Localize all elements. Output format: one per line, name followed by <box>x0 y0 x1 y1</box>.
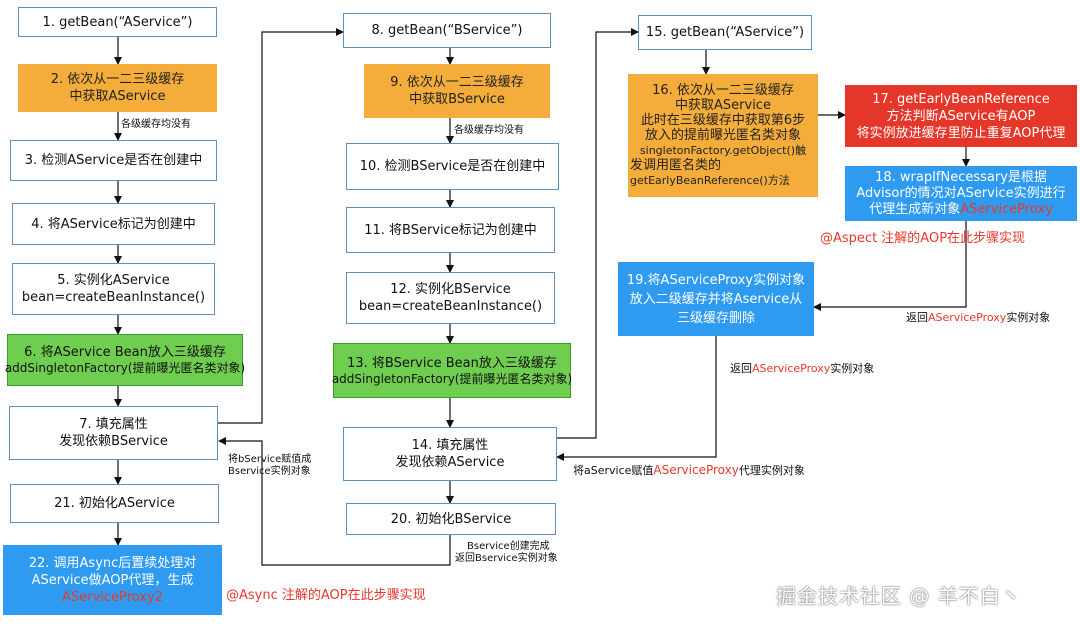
step-5-line1: 5. 实例化AService <box>57 273 170 288</box>
step-5-box: 5. 实例化AService bean=createBeanInstance() <box>12 263 215 315</box>
step-22-line2: AService做AOP代理，生成 <box>31 572 194 588</box>
step-3-box: 3. 检测AService是否在创建中 <box>10 140 217 181</box>
step-7-line2: 发现依赖BService <box>59 434 168 449</box>
step-19-line3: 三级缓存删除 <box>676 310 755 326</box>
step-16-line5: singletonFactory.getObject()触 <box>639 144 807 157</box>
step-5-line2: bean=createBeanInstance() <box>21 290 206 305</box>
step-18-proxy: AServiceProxy <box>960 201 1053 217</box>
step-13-line1: 13. 将BService Bean放入三级缓存 <box>347 355 557 371</box>
step-2-line2: 中获取AService <box>69 89 166 104</box>
step-18-line3-text: 代理生成新对象 <box>869 201 961 217</box>
step-18-line3: 代理生成新对象AServiceProxy <box>869 202 1053 218</box>
step-2-line1: 2. 依次从一二三级缓存 <box>50 72 185 87</box>
step-22-proxy: AServiceProxy2 <box>62 589 163 605</box>
label-assign-bservice-line1: 将bService赋值成 <box>228 454 312 465</box>
step-17-line1: 17. getEarlyBeanReference <box>872 91 1050 107</box>
note-aspect-aop: @Aspect 注解的AOP在此步骤实现 <box>820 231 1026 246</box>
step-7-line1: 7. 填充属性 <box>79 417 148 432</box>
arrow-20-7 <box>218 437 451 566</box>
step-12-box: 12. 实例化BService bean=createBeanInstance(… <box>346 272 555 324</box>
arrow-18-19 <box>813 221 967 311</box>
step-18-box: 18. wrapIfNecessary是根据 Advisor的情况对AServi… <box>845 166 1077 221</box>
step-16-line4: 放入的提前曝光匿名类对象 <box>644 128 801 143</box>
label-assign-aservice-post: 代理实例对象 <box>738 464 805 477</box>
step-9-box: 9. 依次从一二三级缓存 中获取BService <box>364 64 550 118</box>
step-11-text: 11. 将BService标记为创建中 <box>364 222 537 238</box>
step-16-line3: 此时在三级缓存中获取第6步 <box>640 113 806 128</box>
step-21-box: 21. 初始化AService <box>10 484 219 523</box>
step-6-line2: addSingletonFactory(提前曝光匿名类对象) <box>4 361 246 375</box>
step-2-box: 2. 依次从一二三级缓存 中获取AService <box>18 64 217 112</box>
step-19-line2: 放入二级缓存并将Aservice从 <box>629 291 803 307</box>
step-4-text: 4. 将AService标记为创建中 <box>31 216 196 232</box>
step-1-box: 1. getBean(“AService”) <box>18 7 217 37</box>
arrow-7-8 <box>218 28 344 424</box>
step-3-text: 3. 检测AService是否在创建中 <box>24 153 203 168</box>
arrow-19-14 <box>556 336 717 461</box>
step-11-box: 11. 将BService标记为创建中 <box>346 207 555 253</box>
label-bservice-done: Bservice创建完成 返回Bservice实例对象 <box>455 541 558 565</box>
step-16-line6: 发调用匿名类的 <box>630 158 722 173</box>
label-assign-aservice-pre: 将aService赋值 <box>573 464 654 477</box>
step-12-line1: 12. 实例化BService <box>390 282 511 297</box>
label-return-proxy-1-red: AServiceProxy <box>928 311 1007 324</box>
label-bservice-done-line1: Bservice创建完成 <box>467 541 550 552</box>
step-4-box: 4. 将AService标记为创建中 <box>12 203 215 245</box>
step-6-line1: 6. 将AService Bean放入三级缓存 <box>24 345 226 360</box>
step-7-box: 7. 填充属性 发现依赖BService <box>9 406 218 460</box>
step-10-box: 10. 检测BService是否在创建中 <box>346 143 559 190</box>
step-14-line2: 发现依赖AService <box>395 455 505 470</box>
step-17-box: 17. getEarlyBeanReference 方法判断AService有A… <box>845 85 1077 147</box>
step-15-text: 15. getBean(“AService”) <box>645 25 805 40</box>
label-return-proxy-1-pre: 返回 <box>906 311 928 324</box>
arrow-14-15 <box>557 28 639 439</box>
label-bservice-done-line2: 返回Bservice实例对象 <box>455 553 558 564</box>
step-20-box: 20. 初始化BService <box>346 503 556 535</box>
label-return-proxy-1: 返回AServiceProxy实例对象 <box>906 312 1050 324</box>
label-cache-miss-a: 各级缓存均没有 <box>121 119 191 130</box>
step-13-line2: addSingletonFactory(提前曝光匿名类对象) <box>331 371 573 386</box>
label-assign-bservice-line2: Bservice实例对象 <box>228 466 311 477</box>
note-async-aop: @Async 注解的AOP在此步骤实现 <box>226 588 426 603</box>
step-12-line2: bean=createBeanInstance() <box>358 299 543 314</box>
step-16-line2: 中获取AService <box>675 98 771 113</box>
label-return-proxy-2: 返回AServiceProxy实例对象 <box>730 363 874 375</box>
step-13-box: 13. 将BService Bean放入三级缓存 addSingletonFac… <box>331 343 573 398</box>
step-22-box: 22. 调用Async后置续处理对 AService做AOP代理，生成 ASer… <box>3 545 222 615</box>
step-19-box: 19.将AServiceProxy实例对象 放入二级缓存并将Aservice从 … <box>618 262 814 336</box>
step-17-line2: 方法判断AService有AOP <box>886 108 1036 124</box>
step-21-text: 21. 初始化AService <box>54 496 175 511</box>
step-22-line1: 22. 调用Async后置续处理对 <box>28 555 197 571</box>
watermark-text: 掘金技术社区 @ 羊不白丶 <box>776 584 1022 608</box>
label-return-proxy-1-post: 实例对象 <box>1006 311 1051 324</box>
label-assign-aservice: 将aService赋值AServiceProxy代理实例对象 <box>573 464 805 477</box>
step-9-line2: 中获取BService <box>409 92 505 107</box>
step-18-line1: 18. wrapIfNecessary是根据 <box>875 169 1047 185</box>
step-10-text: 10. 检测BService是否在创建中 <box>359 159 546 174</box>
step-18-line2: Advisor的情况对AService实例进行 <box>856 185 1066 201</box>
label-return-proxy-2-red: AServiceProxy <box>752 362 831 375</box>
label-assign-bservice: 将bService赋值成 Bservice实例对象 <box>228 454 311 478</box>
step-15-box: 15. getBean(“AService”) <box>638 15 812 50</box>
label-cache-miss-b: 各级缓存均没有 <box>454 125 524 136</box>
label-return-proxy-2-pre: 返回 <box>730 362 752 375</box>
step-8-box: 8. getBean(“BService”) <box>343 13 551 48</box>
step-16-box: 16. 依次从一二三级缓存 中获取AService 此时在三级缓存中获取第6步 … <box>628 74 818 197</box>
label-assign-aservice-proxy: AServiceProxy <box>653 463 739 477</box>
step-20-text: 20. 初始化BService <box>390 511 512 527</box>
step-1-text: 1. getBean(“AService”) <box>42 14 193 30</box>
step-16-line7: getEarlyBeanReference()方法 <box>630 174 790 187</box>
step-8-text: 8. getBean(“BService”) <box>371 23 523 38</box>
step-14-box: 14. 填充属性 发现依赖AService <box>343 427 557 481</box>
label-return-proxy-2-post: 实例对象 <box>830 362 875 375</box>
step-14-line1: 14. 填充属性 <box>411 438 489 453</box>
step-19-line1: 19.将AServiceProxy实例对象 <box>626 272 806 288</box>
step-6-box: 6. 将AService Bean放入三级缓存 addSingletonFact… <box>4 334 246 386</box>
step-16-line1: 16. 依次从一二三级缓存 <box>652 83 794 98</box>
step-17-line3: 将实例放进缓存里防止重复AOP代理 <box>856 125 1066 141</box>
step-9-line1: 9. 依次从一二三级缓存 <box>390 75 524 90</box>
